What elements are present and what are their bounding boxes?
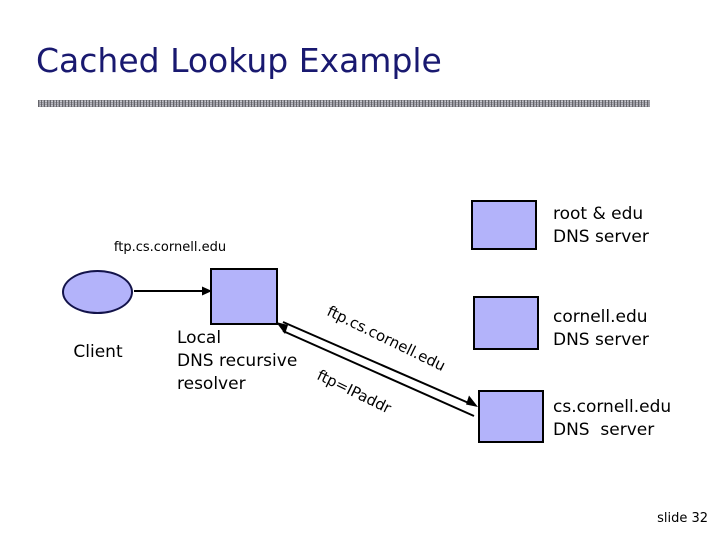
client-node-label: Client <box>73 342 123 362</box>
local-resolver-node <box>210 268 278 325</box>
root-edu-dns-server-node <box>471 200 537 250</box>
title-divider-rule <box>38 100 650 107</box>
local-resolver-label: Local DNS recursive resolver <box>177 328 298 394</box>
cs-cornell-edu-dns-server-label: cs.cornell.edu DNS server <box>553 397 672 440</box>
cornell-edu-dns-server-node <box>473 296 539 350</box>
root-edu-dns-server-label: root & edu DNS server <box>553 204 649 247</box>
client-query-label: ftp.cs.cornell.edu <box>113 240 227 255</box>
arrowhead-query-to-cs-server <box>466 395 478 407</box>
page-title: Cached Lookup Example <box>36 41 442 80</box>
wire-label-query: ftp.cs.cornell.edu <box>324 302 449 375</box>
cs-cornell-edu-dns-server-node <box>478 390 544 443</box>
slide-number: slide 32 <box>657 511 708 526</box>
client-node <box>62 270 133 314</box>
cornell-edu-dns-server-label: cornell.edu DNS server <box>553 307 649 350</box>
wire-label-answer: ftp=IPaddr <box>314 366 395 418</box>
